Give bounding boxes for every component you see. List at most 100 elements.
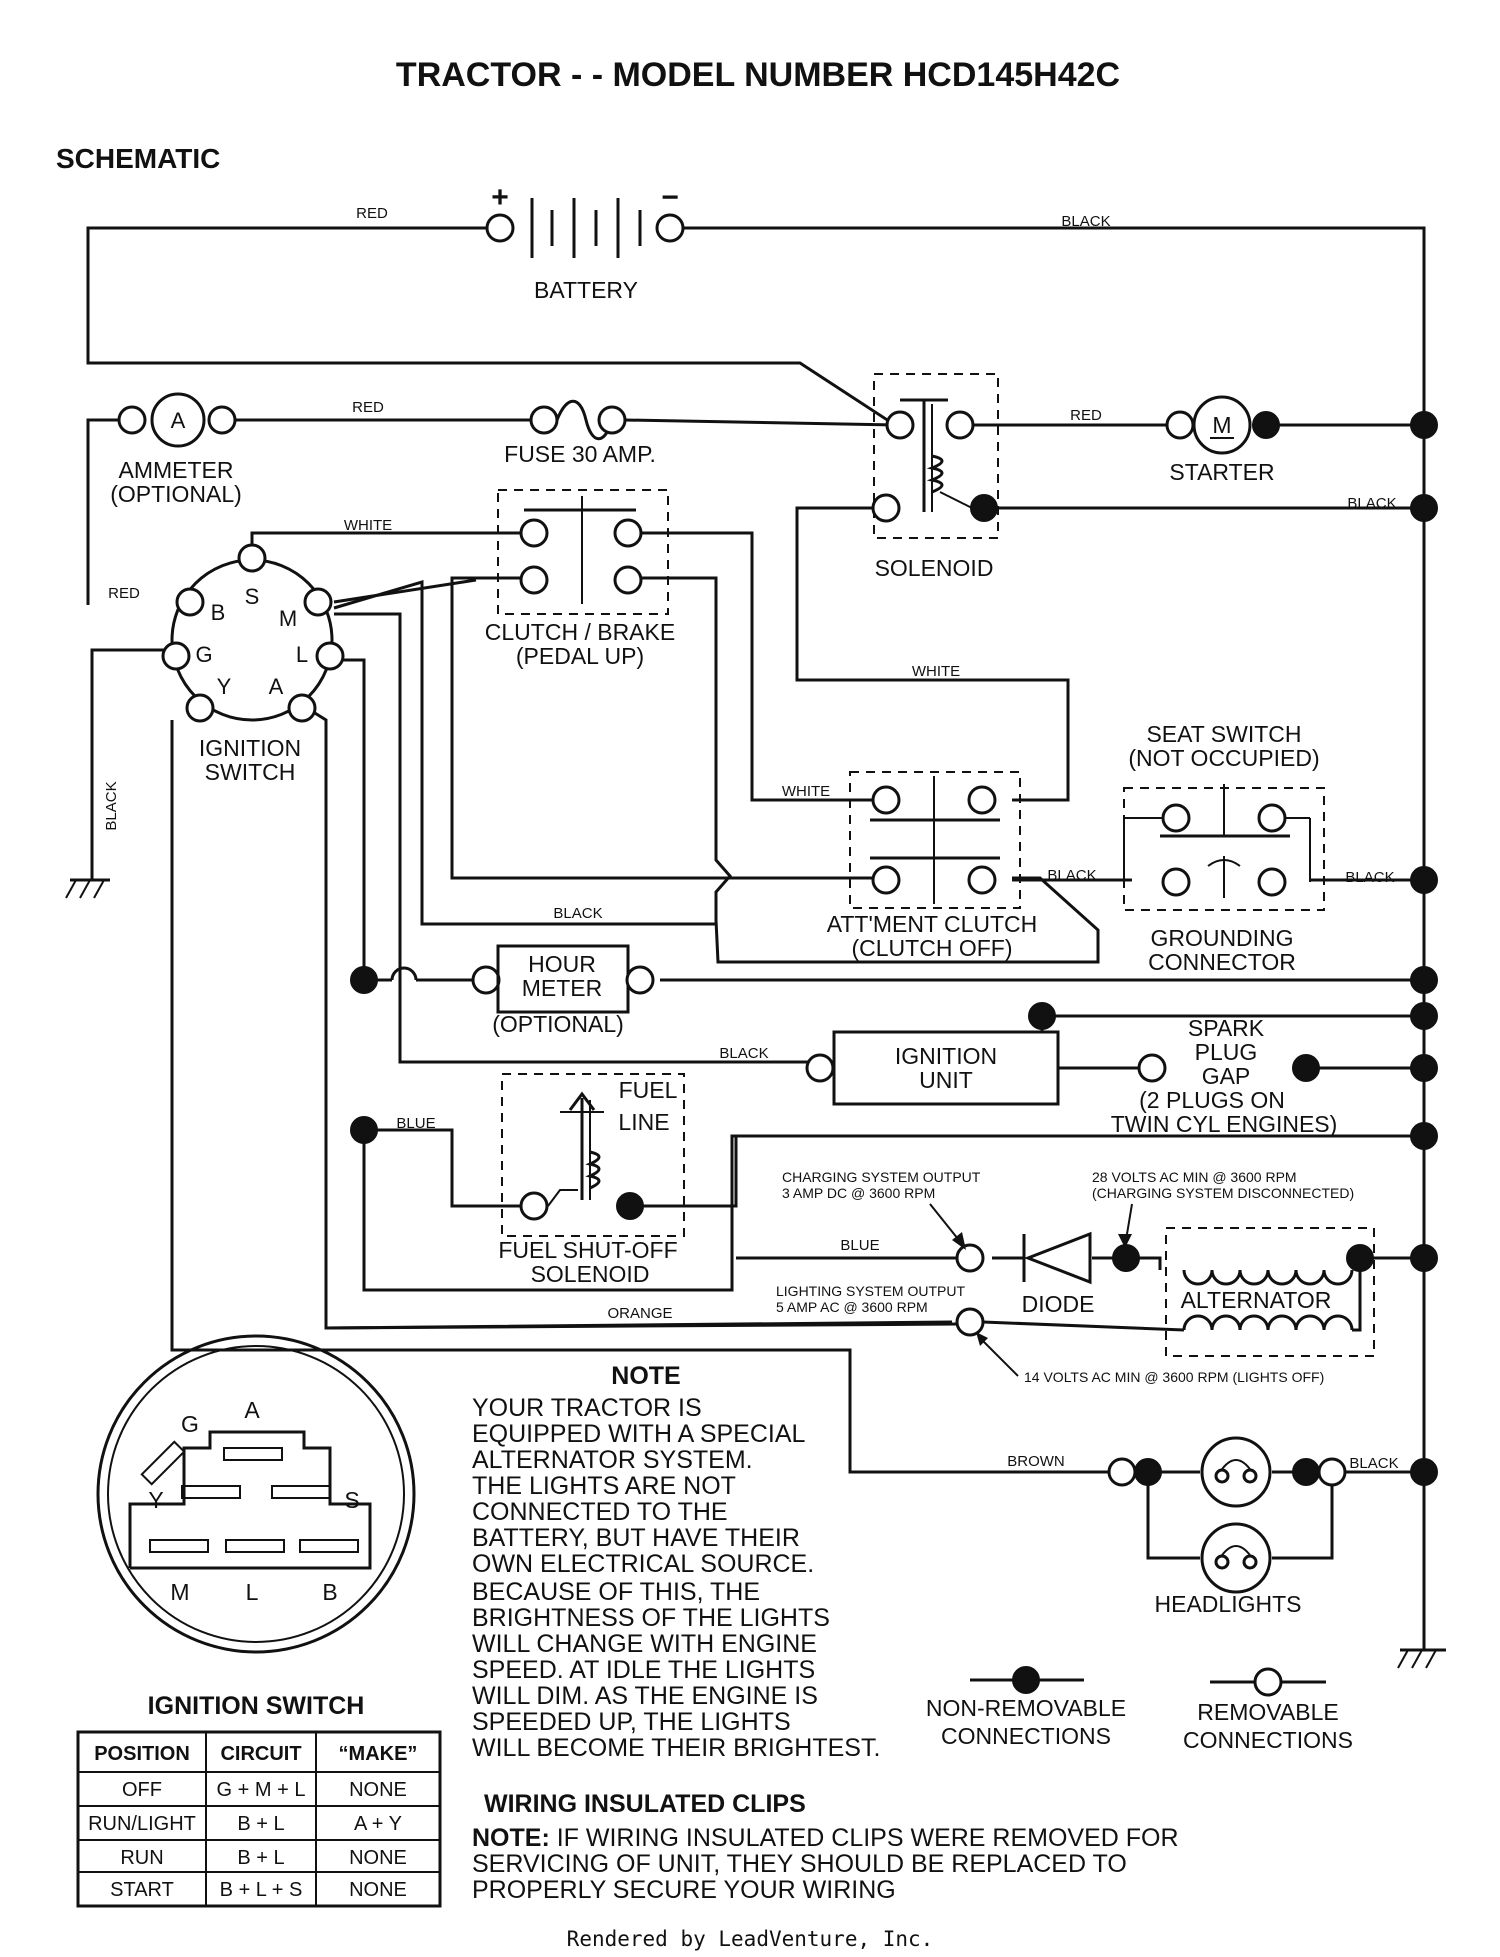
fuel-line-sub: LINE xyxy=(618,1109,669,1135)
svg-text:RUN/LIGHT: RUN/LIGHT xyxy=(88,1813,196,1835)
fuel-shutoff-solenoid: FUEL LINE FUEL SHUT-OFF SOLENOID xyxy=(498,1073,685,1287)
svg-text:SPARK: SPARK xyxy=(1188,1015,1265,1041)
grounding-connector-sub: CONNECTOR xyxy=(1148,949,1296,975)
svg-text:G + M + L: G + M + L xyxy=(217,1779,306,1801)
ignition-switch: B S M G L Y A IGNITION SWITCH xyxy=(161,543,345,785)
svg-text:(2 PLUGS ON: (2 PLUGS ON xyxy=(1139,1087,1285,1113)
svg-text:3 AMP DC @ 3600 RPM: 3 AMP DC @ 3600 RPM xyxy=(782,1185,935,1201)
svg-text:L: L xyxy=(246,1579,259,1605)
svg-text:G: G xyxy=(181,1411,199,1437)
attachment-clutch-label: ATT'MENT CLUTCH xyxy=(827,911,1038,937)
hour-meter-optional: (OPTIONAL) xyxy=(492,1011,624,1037)
section-heading: SCHEMATIC xyxy=(56,143,220,174)
svg-text:BLACK: BLACK xyxy=(553,905,602,922)
grounding-connector-label: GROUNDING xyxy=(1150,925,1293,951)
ignition-unit-sub: UNIT xyxy=(919,1067,973,1093)
ground-symbol-left xyxy=(65,878,110,899)
alternator-label: ALTERNATOR xyxy=(1181,1287,1332,1313)
battery-plus: + xyxy=(491,181,509,214)
ammeter-label: AMMETER xyxy=(119,457,234,483)
svg-text:“MAKE”: “MAKE” xyxy=(339,1743,418,1765)
svg-text:CHARGING SYSTEM OUTPUT: CHARGING SYSTEM OUTPUT xyxy=(782,1169,981,1185)
svg-text:OWN ELECTRICAL SOURCE.: OWN ELECTRICAL SOURCE. xyxy=(472,1550,814,1578)
svg-text:BLACK: BLACK xyxy=(1061,213,1110,230)
hour-meter-sub: METER xyxy=(522,975,603,1001)
svg-text:M: M xyxy=(279,606,297,631)
svg-text:SERVICING OF UNIT, THEY SHOULD: SERVICING OF UNIT, THEY SHOULD BE REPLAC… xyxy=(472,1850,1127,1878)
svg-text:NON-REMOVABLE: NON-REMOVABLE xyxy=(926,1695,1126,1721)
wire-labels: RED BLACK RED RED BLACK WHITE RED WHITE … xyxy=(103,205,1399,1472)
svg-text:BLACK: BLACK xyxy=(1347,495,1396,512)
svg-text:POSITION: POSITION xyxy=(94,1743,190,1765)
svg-text:REMOVABLE: REMOVABLE xyxy=(1197,1699,1338,1725)
svg-text:RED: RED xyxy=(108,585,140,602)
wires xyxy=(86,226,1426,1650)
svg-text:B + L: B + L xyxy=(237,1847,284,1869)
svg-text:WHITE: WHITE xyxy=(782,783,830,800)
headlights-label: HEADLIGHTS xyxy=(1155,1591,1302,1617)
ammeter-symbol: A xyxy=(171,408,186,433)
fuel-solenoid-sub: SOLENOID xyxy=(531,1261,650,1287)
svg-text:PLUG: PLUG xyxy=(1195,1039,1258,1065)
ignition-unit-label: IGNITION xyxy=(895,1043,997,1069)
svg-text:THE LIGHTS ARE NOT: THE LIGHTS ARE NOT xyxy=(472,1472,736,1500)
svg-text:PROPERLY SECURE YOUR WIRING: PROPERLY SECURE YOUR WIRING xyxy=(472,1876,896,1904)
svg-text:START: START xyxy=(110,1879,174,1901)
svg-text:BLACK: BLACK xyxy=(719,1045,768,1062)
svg-text:BROWN: BROWN xyxy=(1007,1453,1065,1470)
attachment-clutch-sub: (CLUTCH OFF) xyxy=(852,935,1013,961)
svg-text:WHITE: WHITE xyxy=(912,663,960,680)
svg-text:B: B xyxy=(211,600,226,625)
svg-text:BLACK: BLACK xyxy=(1349,1455,1398,1472)
svg-text:A + Y: A + Y xyxy=(354,1813,402,1835)
svg-text:CONNECTIONS: CONNECTIONS xyxy=(941,1723,1111,1749)
svg-text:YOUR TRACTOR IS: YOUR TRACTOR IS xyxy=(472,1394,702,1422)
clutch-brake-switch: CLUTCH / BRAKE (PEDAL UP) xyxy=(485,489,675,669)
hour-meter-label: HOUR xyxy=(528,951,596,977)
ignition-switch-sub: SWITCH xyxy=(205,759,296,785)
svg-text:NONE: NONE xyxy=(349,1879,407,1901)
ignition-table: IGNITION SWITCH POSITION CIRCUIT “MAKE” … xyxy=(76,1692,442,1908)
svg-text:Y: Y xyxy=(148,1487,163,1513)
svg-text:BLACK: BLACK xyxy=(103,781,120,830)
ignition-switch-label: IGNITION xyxy=(199,735,301,761)
svg-text:BLUE: BLUE xyxy=(840,1237,879,1254)
svg-text:B + L: B + L xyxy=(237,1813,284,1835)
svg-text:BRIGHTNESS OF THE LIGHTS: BRIGHTNESS OF THE LIGHTS xyxy=(472,1604,830,1632)
svg-text:CIRCUIT: CIRCUIT xyxy=(220,1743,301,1765)
ammeter-optional: (OPTIONAL) xyxy=(110,481,242,507)
svg-text:RUN: RUN xyxy=(120,1847,163,1869)
headlights: HEADLIGHTS xyxy=(1107,1436,1347,1617)
svg-text:SPEEDED UP, THE LIGHTS: SPEEDED UP, THE LIGHTS xyxy=(472,1708,791,1736)
svg-text:BLUE: BLUE xyxy=(396,1115,435,1132)
svg-text:S: S xyxy=(344,1487,359,1513)
svg-text:LIGHTING SYSTEM OUTPUT: LIGHTING SYSTEM OUTPUT xyxy=(776,1283,965,1299)
svg-text:A: A xyxy=(244,1397,260,1423)
ground-symbol-right xyxy=(1397,1648,1446,1669)
svg-text:CONNECTED TO THE: CONNECTED TO THE xyxy=(472,1498,728,1526)
fuse-label: FUSE 30 AMP. xyxy=(504,441,656,467)
fuse: FUSE 30 AMP. xyxy=(504,399,656,467)
seat-switch-label: SEAT SWITCH xyxy=(1146,721,1301,747)
svg-text:TWIN CYL ENGINES): TWIN CYL ENGINES) xyxy=(1111,1111,1338,1137)
svg-text:ORANGE: ORANGE xyxy=(607,1305,672,1322)
footer-credit: Rendered by LeadVenture, Inc. xyxy=(567,1927,934,1951)
diode-label: DIODE xyxy=(1022,1291,1095,1317)
svg-text:GAP: GAP xyxy=(1202,1063,1251,1089)
battery-minus: − xyxy=(661,181,679,214)
attachment-clutch-switch: ATT'MENT CLUTCH (CLUTCH OFF) xyxy=(827,771,1038,961)
seat-switch: SEAT SWITCH (NOT OCCUPIED) GROUNDING CON… xyxy=(1123,721,1325,975)
svg-text:WILL BECOME THEIR BRIGHTEST.: WILL BECOME THEIR BRIGHTEST. xyxy=(472,1734,880,1762)
svg-text:WILL CHANGE WITH ENGINE: WILL CHANGE WITH ENGINE xyxy=(472,1630,817,1658)
starter-symbol: M xyxy=(1212,412,1231,438)
svg-text:BECAUSE OF THIS, THE: BECAUSE OF THIS, THE xyxy=(472,1578,760,1606)
starter: M STARTER xyxy=(1165,395,1280,485)
starter-label: STARTER xyxy=(1169,459,1274,485)
svg-text:WILL DIM. AS THE ENGINE IS: WILL DIM. AS THE ENGINE IS xyxy=(472,1682,818,1710)
fuel-solenoid-label: FUEL SHUT-OFF xyxy=(498,1237,677,1263)
ignition-switch-detail: G A Y S M L B xyxy=(96,1334,416,1654)
svg-text:G: G xyxy=(195,642,212,667)
connection-dots xyxy=(350,411,1438,1486)
svg-text:NONE: NONE xyxy=(349,1847,407,1869)
